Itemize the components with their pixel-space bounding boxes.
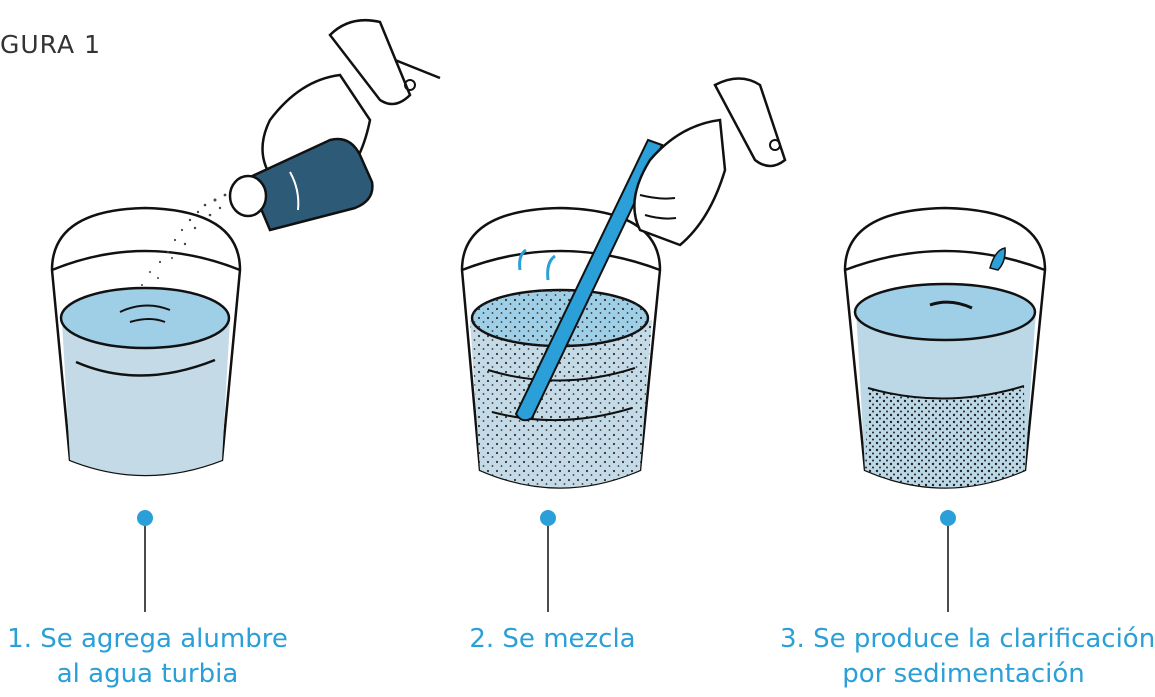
stirring-stick-icon — [514, 138, 664, 422]
glass-1 — [50, 206, 242, 477]
step-3-connector — [940, 510, 956, 612]
step-1-caption: 1. Se agrega alumbre al agua turbia — [0, 622, 295, 692]
alum-bottle-icon — [228, 137, 374, 232]
step-3-line-1: 3. Se produce la clarificación — [780, 624, 1155, 654]
step-3-line-2: por sedimentación — [842, 659, 1085, 689]
glass-3 — [843, 206, 1047, 489]
step-2-connector — [540, 510, 556, 612]
step-3-caption: 3. Se produce la clarificación por sedim… — [780, 622, 1155, 692]
hand-stirring-icon — [633, 77, 787, 247]
glass-2 — [460, 206, 662, 489]
step-1-line-2: al agua turbia — [56, 659, 239, 689]
step-2-line-1: 2. Se mezcla — [469, 624, 636, 654]
alum-powder — [141, 193, 227, 286]
step-2-caption: 2. Se mezcla — [455, 622, 650, 657]
step-1-connector — [137, 510, 153, 612]
figure-label: GURA 1 — [0, 30, 101, 59]
step-1-line-1: 1. Se agrega alumbre — [7, 624, 288, 654]
